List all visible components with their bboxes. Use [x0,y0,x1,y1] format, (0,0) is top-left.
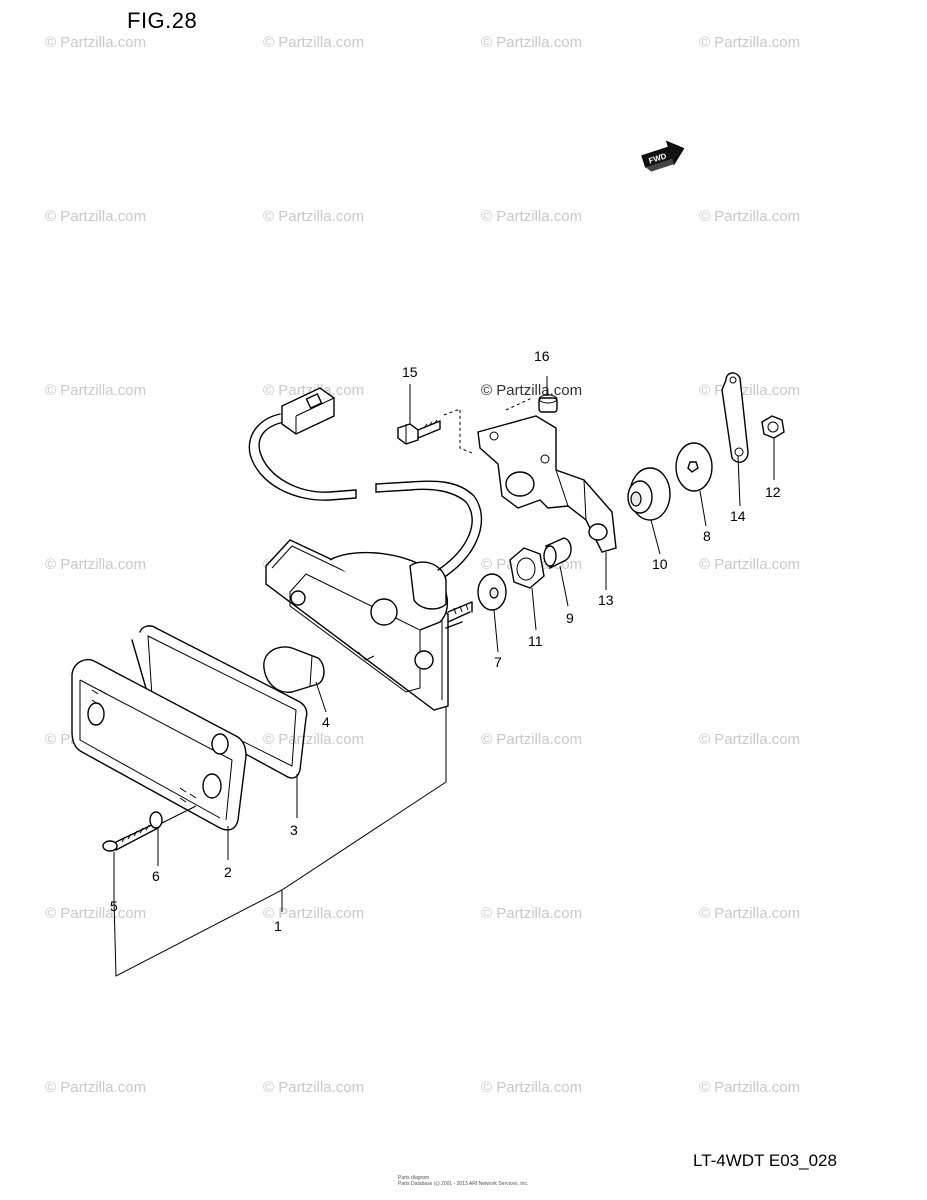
watermark: © Partzilla.com [699,905,801,922]
callout-6: 6 [152,868,160,884]
part-14-strip [721,372,749,463]
watermark: © Partzilla.com [481,34,583,51]
callout-8: 8 [703,528,711,544]
callout-15: 15 [402,364,418,380]
figure-title: FIG.28 [127,8,198,33]
callout-16: 16 [534,348,550,364]
part-1-lamp-housing [248,387,483,711]
callout-7: 7 [494,654,502,670]
watermark: © Partzilla.com [699,208,801,225]
callout-14: 14 [730,508,746,524]
part-16-nut [505,376,558,413]
part-8-washer [675,442,713,492]
watermark: © Partzilla.com [263,34,365,51]
watermark: © Partzilla.com [45,208,147,225]
copyright-line-2: Parts Database (c) 2001 - 2013 ARI Netwo… [398,1181,529,1187]
callout-13: 13 [598,592,614,608]
leader-lines [113,384,775,977]
watermark: © Partzilla.com [699,731,801,748]
watermark: © Partzilla.com [481,731,583,748]
watermark: © Partzilla.com [263,208,365,225]
watermark: © Partzilla.com [45,382,147,399]
callout-5: 5 [110,898,118,914]
callout-1: 1 [274,918,282,934]
model-code: LT-4WDT E03_028 [693,1151,837,1170]
watermark: © Partzilla.com [263,905,365,922]
callout-10: 10 [652,556,668,572]
part-2-lens [71,658,247,860]
callout-3: 3 [290,822,298,838]
watermark: © Partzilla.com [699,556,801,573]
callout-2: 2 [224,864,232,880]
copyright-line-1: Parts diagram [398,1175,430,1181]
part-6-washer [149,811,163,866]
part-12-nut [761,415,785,439]
watermark: © Partzilla.com [263,1079,365,1096]
part-5-screw [102,805,197,900]
part-15-bolt [397,408,473,454]
watermark: © Partzilla.com [45,34,147,51]
watermark: © Partzilla.com [263,731,365,748]
watermark: © Partzilla.com [481,382,583,399]
callout-9: 9 [566,610,574,626]
watermark: © Partzilla.com [699,1079,801,1096]
fwd-arrow-icon: FWD [641,140,685,172]
watermark: © Partzilla.com [481,208,583,225]
part-10-grommet [627,467,671,521]
watermark: © Partzilla.com [699,34,801,51]
callout-12: 12 [765,484,781,500]
watermark: © Partzilla.com [481,905,583,922]
watermark: © Partzilla.com [45,556,147,573]
watermark: © Partzilla.com [45,1079,147,1096]
part-11-nut [509,547,545,589]
part-7-washer [477,573,507,611]
callout-4: 4 [322,714,330,730]
part-4-bulb [263,646,327,713]
watermark: © Partzilla.com [481,1079,583,1096]
watermark: © Partzilla.com [45,905,147,922]
copyright-notice: Parts diagram Parts Database (c) 2001 - … [398,1175,538,1187]
callout-11: 11 [528,633,543,649]
part-13-bracket [477,415,617,553]
part-3-gasket [131,625,308,818]
part-9-spacer [543,537,572,570]
